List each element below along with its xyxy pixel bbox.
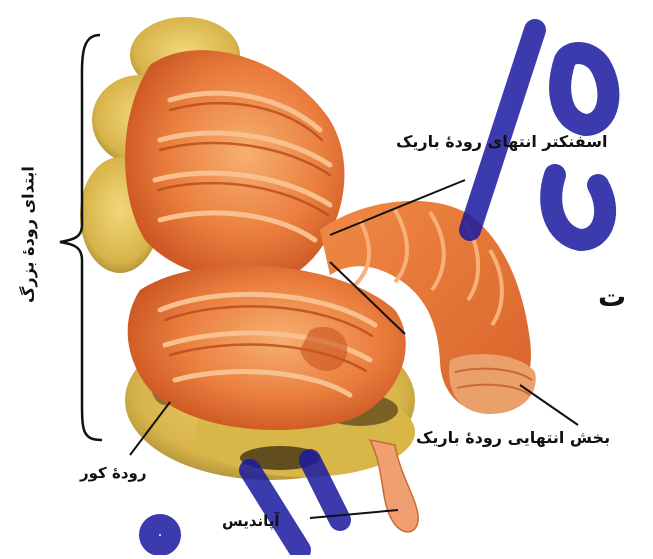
label-partial-text: ت xyxy=(598,280,626,313)
label-small-intestine-sphincter: اسفنکتر انتهای رودۀ باریک xyxy=(396,132,607,151)
appendix-shape xyxy=(370,440,418,532)
label-cecum: رودۀ کور xyxy=(80,464,147,482)
label-large-intestine-start: ابتدای رودۀ بزرگ xyxy=(8,120,48,350)
label-appendix: آپاندیس xyxy=(222,512,280,530)
label-small-intestine-terminal: بخش انتهایی رودۀ باریک xyxy=(416,428,610,447)
